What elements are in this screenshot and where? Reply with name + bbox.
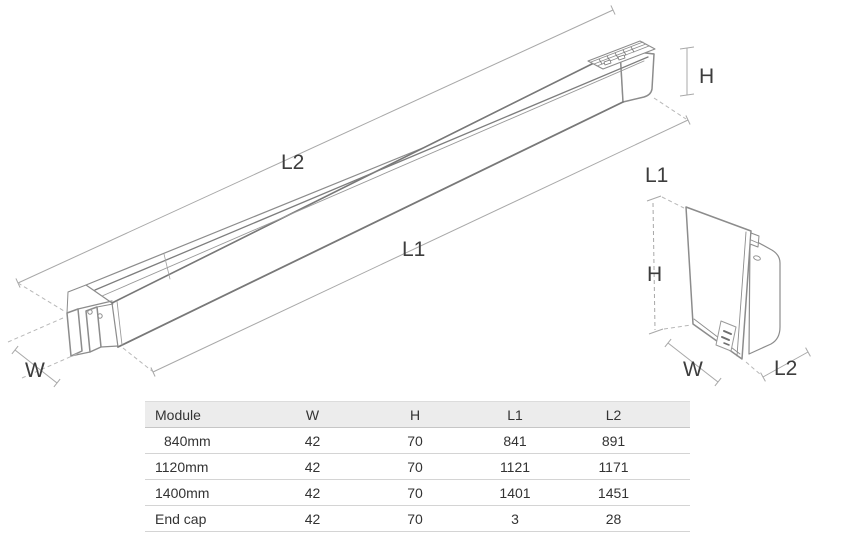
endcap-dim-line-w — [667, 342, 719, 383]
cell-filler — [662, 453, 690, 480]
cell-module: 840mm — [145, 427, 260, 454]
endcap-l2-label: L2 — [774, 357, 797, 380]
screw-hole — [87, 309, 93, 315]
cell-l2: 891 — [565, 427, 662, 454]
col-header-h: H — [365, 401, 465, 428]
table-header-row: Module W H L1 L2 — [145, 401, 690, 428]
fixture-right-track-contacts — [587, 40, 656, 70]
endcap-w-label: W — [683, 358, 703, 381]
cell-module: 1120mm — [145, 453, 260, 480]
endcap-drawing — [685, 206, 781, 360]
cell-module: End cap — [145, 505, 260, 532]
endcap-dim-line-h — [652, 202, 656, 331]
cell-h: 70 — [365, 479, 465, 506]
cell-filler — [662, 427, 690, 454]
linear-fixture-drawing — [66, 40, 656, 357]
fixture-end-face — [619, 49, 655, 103]
fixture-track-groove — [94, 56, 649, 291]
col-header-w: W — [260, 401, 365, 428]
endcap-tab — [749, 232, 760, 248]
fixture-l1-label: L1 — [402, 238, 425, 261]
endcap-body — [748, 237, 781, 355]
cell-l1: 1121 — [465, 453, 565, 480]
cell-l2: 1171 — [565, 453, 662, 480]
col-header-l1: L1 — [465, 401, 565, 428]
fixture-l2-label: L2 — [281, 151, 304, 174]
cell-w: 42 — [260, 427, 365, 454]
col-header-l2: L2 — [565, 401, 662, 428]
table-row-840mm: 840mm 42 70 841 891 — [145, 427, 690, 454]
col-header-module: Module — [145, 401, 260, 428]
fixture-w-label: W — [25, 359, 45, 382]
fixture-dimensions — [7, 5, 695, 388]
endcap-front-plate — [685, 206, 752, 360]
table-row-endcap: End cap 42 70 3 28 — [145, 505, 690, 532]
dimension-table: Module W H L1 L2 840mm 42 70 841 891 112… — [145, 401, 690, 532]
dim-line-w — [14, 349, 58, 384]
cell-filler — [662, 479, 690, 506]
col-header-filler — [662, 401, 690, 428]
fixture-front-face — [111, 49, 624, 348]
endcap-dimensions — [646, 195, 811, 387]
fixture-left-connector — [66, 284, 119, 357]
endcap-dim-line-l2 — [762, 351, 809, 378]
endcap-h-label: H — [647, 263, 662, 286]
cell-module: 1400mm — [145, 479, 260, 506]
cell-w: 42 — [260, 505, 365, 532]
cell-w: 42 — [260, 479, 365, 506]
cell-h: 70 — [365, 453, 465, 480]
dim-line-l2 — [17, 9, 614, 284]
cell-l2: 28 — [565, 505, 662, 532]
cell-l1: 841 — [465, 427, 565, 454]
dim-line-l1 — [152, 119, 689, 373]
screw-hole — [97, 313, 103, 319]
table-row-1120mm: 1120mm 42 70 1121 1171 — [145, 453, 690, 480]
cell-l2: 1451 — [565, 479, 662, 506]
endcap-label-sticker — [715, 320, 737, 352]
cell-l1: 3 — [465, 505, 565, 532]
cell-w: 42 — [260, 453, 365, 480]
endcap-l1-label: L1 — [645, 164, 668, 187]
cell-h: 70 — [365, 427, 465, 454]
cell-h: 70 — [365, 505, 465, 532]
table-row-1400mm: 1400mm 42 70 1401 1451 — [145, 479, 690, 506]
cell-filler — [662, 505, 690, 532]
cell-l1: 1401 — [465, 479, 565, 506]
endcap-hole — [753, 255, 761, 261]
fixture-h-label: H — [699, 65, 714, 88]
